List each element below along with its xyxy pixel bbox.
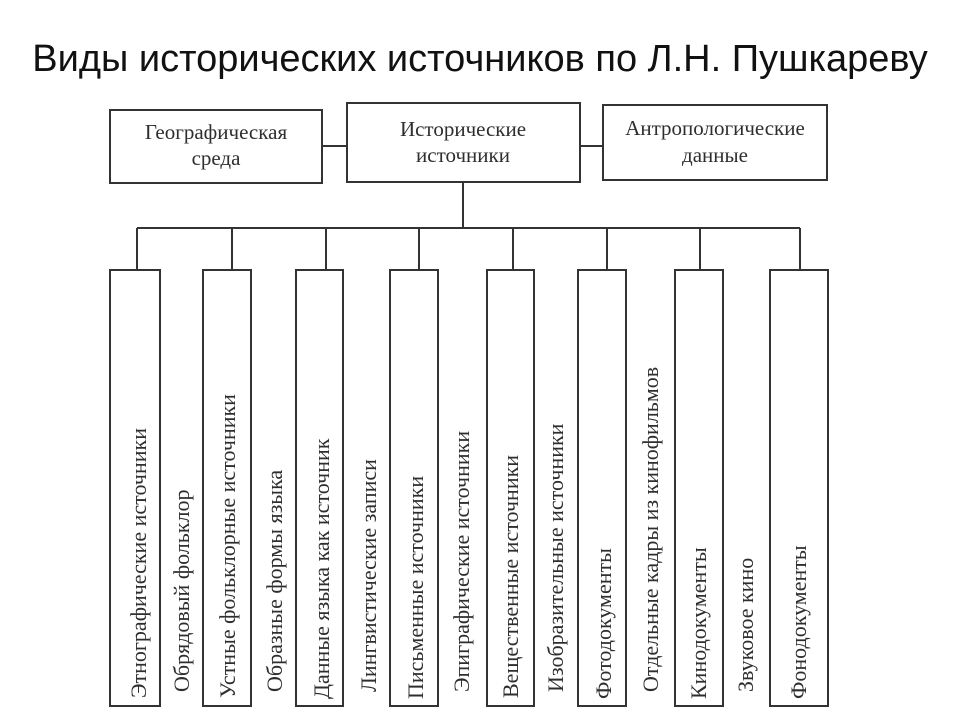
transition-label-ritual-folklore: Обрядовый фольклор bbox=[169, 490, 194, 692]
box-frame bbox=[202, 269, 252, 707]
transition-label-pictorial: Изобразительные источники bbox=[543, 423, 568, 692]
source-label: Устные фольклорные источники bbox=[215, 394, 240, 698]
source-label: Кинодокументы bbox=[686, 547, 711, 699]
box-frame bbox=[486, 269, 535, 707]
source-box-written: Письменные источники bbox=[389, 269, 439, 707]
transition-label-sound-film: Звуковое кино bbox=[733, 558, 758, 692]
source-box-photo-documents: Фотодокументы bbox=[577, 269, 627, 707]
source-box-material: Вещественные источники bbox=[486, 269, 535, 707]
transition-label-linguistic-records: Лингвистические записи bbox=[356, 459, 381, 692]
box-frame bbox=[577, 269, 627, 707]
source-label: Данные языка как источник bbox=[309, 438, 334, 699]
transition-label-epigraphic: Эпиграфические источники bbox=[449, 431, 474, 692]
transition-label-figurative-language: Образные формы языка bbox=[262, 470, 287, 692]
source-box-phono-documents: Фонодокументы bbox=[769, 269, 829, 707]
source-box-oral-folklore: Устные фольклорные источники bbox=[202, 269, 252, 707]
box-frame bbox=[389, 269, 439, 707]
box-label-line: Исторические bbox=[400, 117, 526, 141]
source-label: Этнографические источники bbox=[126, 428, 151, 698]
source-label: Фонодокументы bbox=[786, 545, 811, 699]
box-frame bbox=[602, 104, 828, 181]
transition-label-film-frames: Отдельные кадры из кинофильмов bbox=[638, 367, 663, 692]
box-label-line: Географическая bbox=[145, 120, 288, 144]
box-geographic-environment: Географическая среда bbox=[109, 109, 323, 184]
source-label: Письменные источники bbox=[403, 476, 428, 699]
source-box-language-data: Данные языка как источник bbox=[295, 269, 344, 707]
box-label-line: Антропологические bbox=[625, 116, 805, 140]
box-label-line: источники bbox=[416, 143, 510, 167]
box-label-line: среда bbox=[192, 146, 242, 170]
box-frame bbox=[109, 269, 161, 707]
source-box-film-documents: Кинодокументы bbox=[674, 269, 724, 707]
box-anthropological-data: Антропологические данные bbox=[602, 104, 828, 181]
source-box-ethnographic: Этнографические источники bbox=[109, 269, 161, 707]
source-label: Фотодокументы bbox=[591, 548, 616, 699]
box-frame bbox=[769, 269, 829, 707]
box-frame bbox=[674, 269, 724, 707]
box-historical-sources: Исторические источники bbox=[346, 102, 581, 183]
box-frame bbox=[295, 269, 344, 707]
page-title: Виды исторических источников по Л.Н. Пуш… bbox=[32, 38, 928, 80]
source-label: Вещественные источники bbox=[498, 455, 523, 698]
box-label-line: данные bbox=[682, 143, 748, 167]
